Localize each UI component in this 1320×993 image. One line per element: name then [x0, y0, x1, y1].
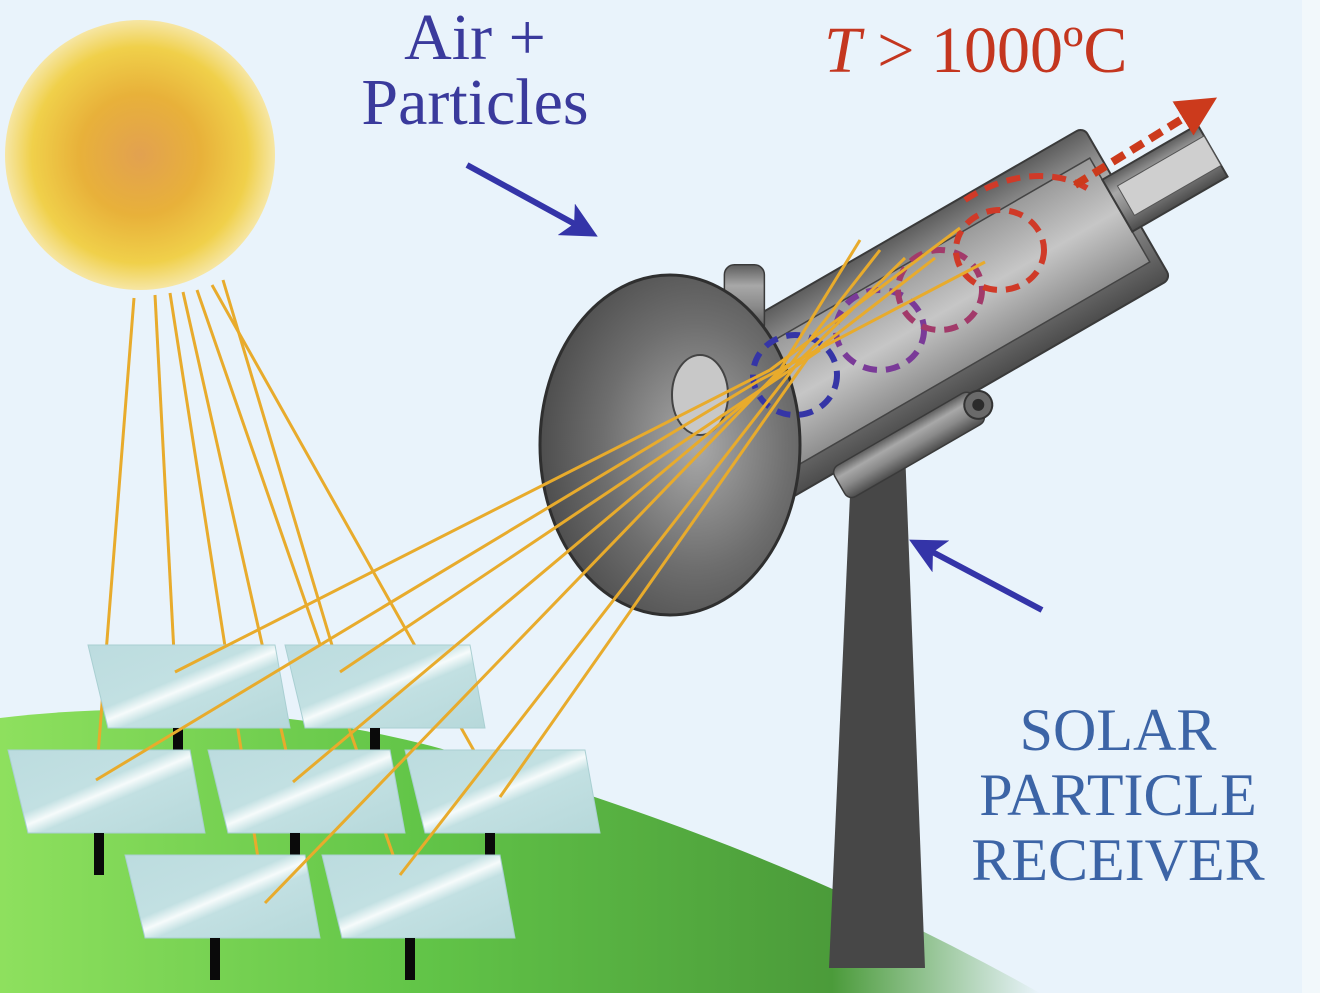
- temperature-variable: T: [824, 14, 861, 87]
- heliostat: [124, 854, 321, 980]
- sun-icon: [5, 20, 275, 290]
- heliostat-field: [7, 644, 601, 980]
- title-line-3: RECEIVER: [971, 826, 1265, 893]
- heliostat: [321, 854, 516, 980]
- temperature-label: T > 1000ºC: [824, 18, 1127, 84]
- heliostat: [87, 644, 291, 770]
- hot-outlet-arrow-icon: [1072, 97, 1218, 189]
- title-line-2: PARTICLE: [979, 761, 1257, 828]
- heliostat: [284, 644, 486, 770]
- inlet-arrow-icon: [465, 162, 598, 237]
- tower: [829, 450, 925, 968]
- inlet-label-line2: Particles: [361, 65, 589, 139]
- diagram-title: SOLAR PARTICLE RECEIVER: [938, 698, 1298, 892]
- inlet-label-line1: Air +: [404, 1, 546, 74]
- reflected-rays: [95, 226, 986, 905]
- image-border-strip: [1302, 0, 1320, 993]
- bottom-inlet-arrow-icon: [909, 539, 1044, 613]
- inlet-label: Air + Particles: [330, 1, 620, 139]
- temperature-value: > 1000ºC: [860, 14, 1128, 87]
- heliostat: [7, 749, 206, 875]
- aperture-cone: [538, 273, 802, 617]
- title-line-1: SOLAR: [1019, 697, 1217, 763]
